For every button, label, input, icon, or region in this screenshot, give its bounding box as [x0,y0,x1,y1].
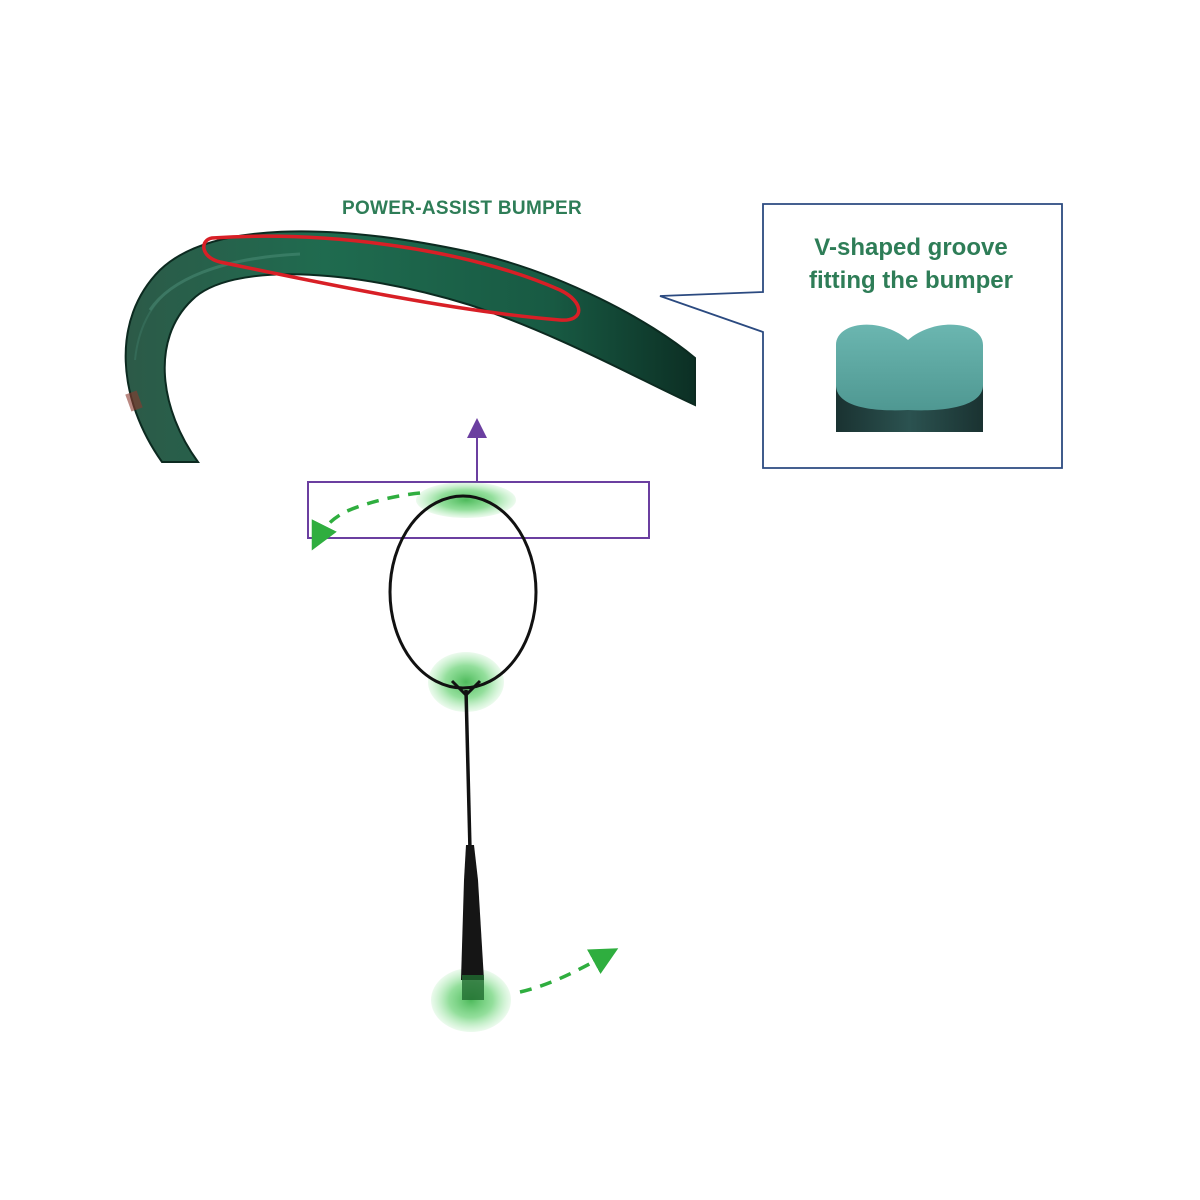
racket-shaft [464,689,472,851]
racket-head [388,494,538,690]
dashed-arrow-icon [311,491,421,551]
bumper-highlight [202,234,581,322]
selection-box [307,418,650,539]
glow-head-top [416,482,516,518]
dashed-arrow-icon [519,948,619,994]
vibration-glows [416,482,516,1032]
groove-cross-section [836,324,983,432]
frame-segment [124,230,696,463]
racket [388,494,538,1000]
bumper-title: POWER-ASSIST BUMPER [342,198,583,219]
callout-line-1: V-shaped groove [814,234,1008,261]
motion-arrows [311,491,619,994]
callout-line-2: fitting the bumper [809,267,1013,294]
glow-throat [428,652,504,712]
racket-handle [461,845,484,980]
